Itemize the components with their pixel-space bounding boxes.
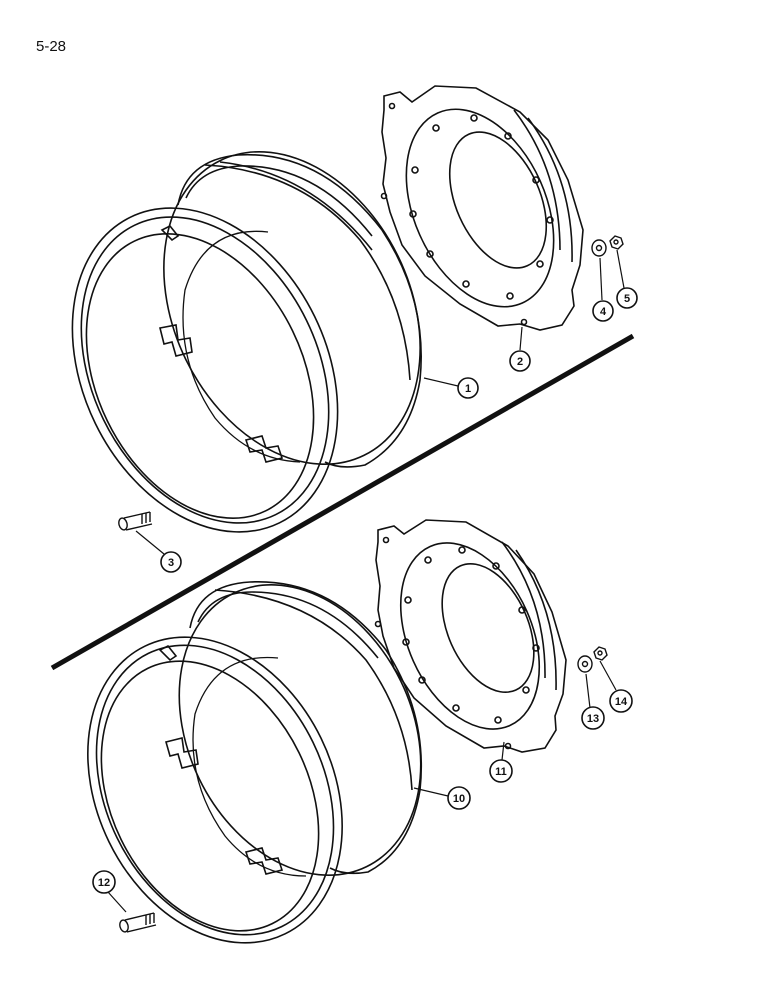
callout-12: 12 xyxy=(92,870,116,894)
callout-1: 1 xyxy=(457,377,479,399)
upper-center-disc xyxy=(380,85,584,331)
svg-text:1: 1 xyxy=(465,383,471,395)
callout-14: 14 xyxy=(609,689,633,713)
svg-text:10: 10 xyxy=(453,793,465,805)
callout-4: 4 xyxy=(592,300,614,322)
page-number: 5-28 xyxy=(36,38,67,55)
callout-3: 3 xyxy=(160,551,182,573)
svg-text:5: 5 xyxy=(624,293,630,305)
lower-center-disc xyxy=(374,519,567,753)
lower-washer xyxy=(577,655,593,673)
upper-bolt xyxy=(118,511,153,531)
divider-line xyxy=(50,333,635,671)
upper-rim xyxy=(71,150,422,533)
leader-lines xyxy=(107,249,625,913)
svg-text:12: 12 xyxy=(98,877,110,889)
svg-text:3: 3 xyxy=(168,557,174,569)
upper-nut xyxy=(609,235,624,250)
lower-rim xyxy=(87,581,423,944)
svg-text:4: 4 xyxy=(600,306,607,318)
svg-text:11: 11 xyxy=(495,766,507,778)
svg-text:2: 2 xyxy=(517,356,523,368)
lower-bolt xyxy=(119,912,157,933)
svg-text:13: 13 xyxy=(587,713,599,725)
upper-washer xyxy=(591,239,607,257)
callout-11: 11 xyxy=(489,759,513,783)
callout-13: 13 xyxy=(581,706,605,730)
callout-2: 2 xyxy=(509,350,531,372)
callout-10: 10 xyxy=(447,786,471,810)
lower-nut xyxy=(593,646,608,661)
svg-text:14: 14 xyxy=(615,696,628,708)
callout-5: 5 xyxy=(616,287,638,309)
